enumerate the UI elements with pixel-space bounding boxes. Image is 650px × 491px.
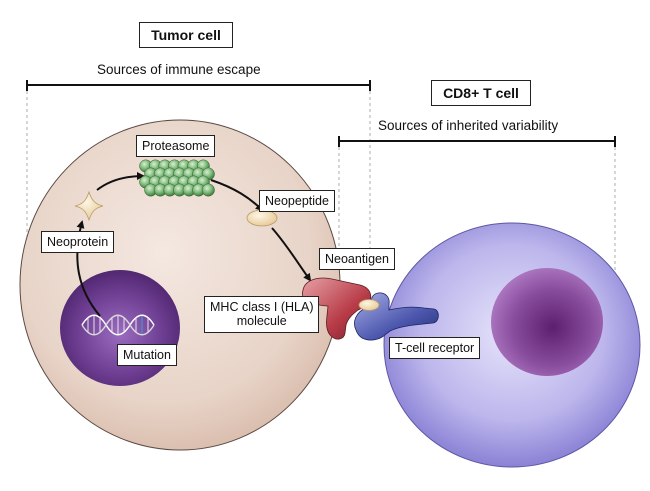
proteasome-bead bbox=[201, 183, 215, 197]
t-cell-nucleus bbox=[491, 268, 603, 376]
neoantigen-label: Neoantigen bbox=[319, 248, 395, 271]
dna-helix-icon bbox=[81, 314, 155, 336]
tcr-label: T-cell receptor bbox=[389, 337, 481, 360]
inherited-variability-label: Sources of inherited variability bbox=[378, 118, 559, 133]
neopeptide-icon bbox=[246, 209, 278, 227]
neoprotein-label: Neoprotein bbox=[41, 231, 115, 254]
tumor-cell-title: Tumor cell bbox=[139, 22, 233, 49]
neoprotein-icon bbox=[74, 190, 104, 222]
mhc-label: MHC class I (HLA) molecule bbox=[204, 296, 320, 333]
immune-escape-label: Sources of immune escape bbox=[97, 62, 261, 77]
neopeptide-label: Neopeptide bbox=[259, 190, 335, 213]
t-cell-title: CD8+ T cell bbox=[431, 80, 531, 107]
inherited-variability-bracket bbox=[338, 136, 616, 305]
mutation-label: Mutation bbox=[117, 344, 177, 367]
mhc-label-line1: MHC class I (HLA) bbox=[210, 300, 314, 314]
mhc-label-line2: molecule bbox=[236, 314, 287, 329]
immune-escape-bracket bbox=[26, 80, 371, 290]
proteasome-label: Proteasome bbox=[136, 135, 216, 158]
neoantigen-icon bbox=[358, 299, 380, 311]
proteasome-icon bbox=[139, 159, 215, 197]
tumor-nucleus bbox=[60, 270, 180, 386]
